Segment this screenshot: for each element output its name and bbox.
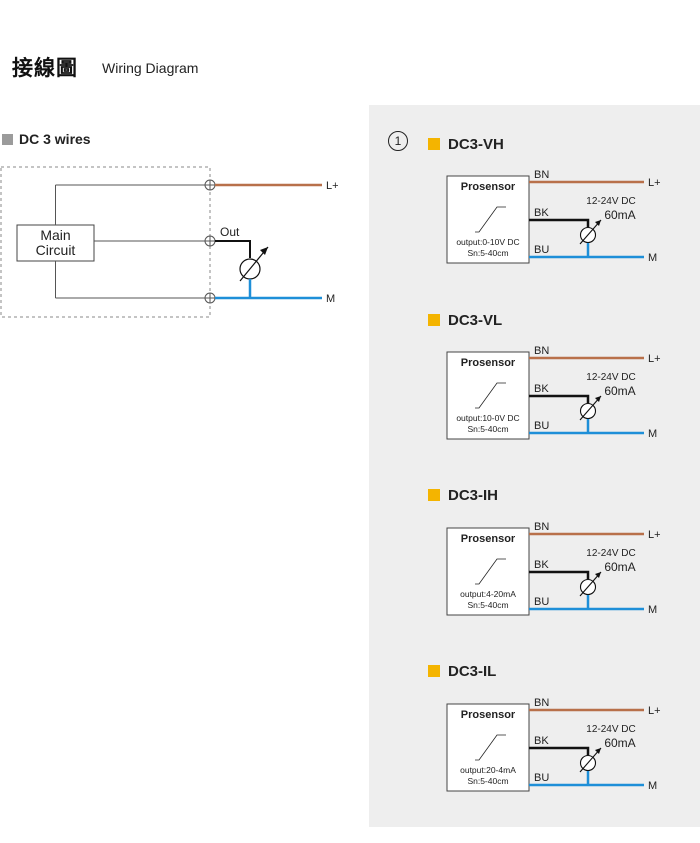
range-label: Sn:5-40cm: [467, 600, 508, 610]
grey-square-icon: [2, 134, 13, 145]
bn-label: BN: [534, 521, 549, 533]
plus-label: L+: [326, 180, 339, 192]
bu-label: BU: [534, 772, 549, 784]
brand-label: Prosensor: [461, 533, 516, 545]
output-label: output:10-0V DC: [456, 413, 519, 423]
black-output-wire: [215, 240, 251, 258]
model-heading: DC3-VL: [428, 312, 502, 329]
model-name: DC3-VL: [448, 312, 503, 329]
plus-label: L+: [648, 529, 661, 541]
brand-label: Prosensor: [461, 181, 516, 193]
yellow-square-icon: [428, 314, 440, 326]
current-label: 60mA: [604, 208, 635, 222]
supply-label: 12-24V DC: [586, 724, 635, 735]
main-circuit-label-line1: Main: [40, 227, 70, 243]
current-label: 60mA: [604, 560, 635, 574]
plus-label: L+: [648, 177, 661, 189]
supply-label: 12-24V DC: [586, 372, 635, 383]
circled-number: 1: [388, 131, 408, 151]
supply-label: 12-24V DC: [586, 548, 635, 559]
output-label: output:20-4mA: [460, 765, 516, 775]
black-wire: [529, 394, 590, 403]
minus-label: M: [648, 428, 657, 440]
bu-label: BU: [534, 244, 549, 256]
bk-label: BK: [534, 383, 549, 395]
model-heading: DC3-VH: [428, 136, 504, 153]
current-label: 60mA: [604, 736, 635, 750]
output-curve-icon: [475, 382, 506, 409]
plus-label: L+: [648, 353, 661, 365]
brand-label: Prosensor: [461, 709, 516, 721]
out-label: Out: [220, 225, 240, 239]
bu-label: BU: [534, 596, 549, 608]
left-section-label: DC 3 wires: [19, 131, 91, 147]
plus-label: L+: [648, 705, 661, 717]
model-name: DC3-IH: [448, 487, 499, 504]
variable-load-icon: [579, 395, 602, 421]
variable-load-icon: [579, 571, 602, 597]
current-label: 60mA: [604, 384, 635, 398]
output-label: output:4-20mA: [460, 589, 516, 599]
minus-label: M: [648, 780, 657, 792]
range-label: Sn:5-40cm: [467, 424, 508, 434]
bu-label: BU: [534, 420, 549, 432]
black-wire: [529, 570, 590, 579]
left-section-heading: DC 3 wires: [2, 131, 91, 147]
main-circuit-label-line2: Circuit: [36, 242, 76, 258]
black-wire: [529, 218, 590, 227]
output-curve-icon: [475, 558, 506, 585]
bn-label: BN: [534, 345, 549, 357]
output-curve-icon: [475, 734, 506, 761]
model-name: DC3-IL: [448, 663, 497, 680]
range-label: Sn:5-40cm: [467, 248, 508, 258]
page-title-chinese: 接線圖: [12, 57, 78, 80]
bn-label: BN: [534, 697, 549, 709]
black-wire: [529, 746, 590, 755]
yellow-square-icon: [428, 138, 440, 150]
minus-label: M: [648, 604, 657, 616]
model-name: DC3-VH: [448, 136, 504, 153]
bk-label: BK: [534, 559, 549, 571]
bk-label: BK: [534, 735, 549, 747]
bk-label: BK: [534, 207, 549, 219]
supply-label: 12-24V DC: [586, 196, 635, 207]
variable-load-icon: [579, 747, 602, 773]
variable-load-icon: [239, 246, 269, 282]
yellow-square-icon: [428, 665, 440, 677]
terminal-minus-icon: [204, 292, 216, 304]
main-circuit-box: [16, 224, 95, 262]
model-heading: DC3-IL: [428, 663, 496, 680]
minus-label: M: [648, 252, 657, 264]
yellow-square-icon: [428, 489, 440, 501]
models-panel: [369, 105, 700, 827]
page-title-english: Wiring Diagram: [102, 60, 199, 76]
output-curve-icon: [475, 206, 506, 233]
bn-label: BN: [534, 169, 549, 181]
output-label: output:0-10V DC: [456, 237, 519, 247]
range-label: Sn:5-40cm: [467, 776, 508, 786]
model-heading: DC3-IH: [428, 487, 498, 504]
brand-label: Prosensor: [461, 357, 516, 369]
minus-label: M: [326, 293, 335, 305]
variable-load-icon: [579, 219, 602, 245]
